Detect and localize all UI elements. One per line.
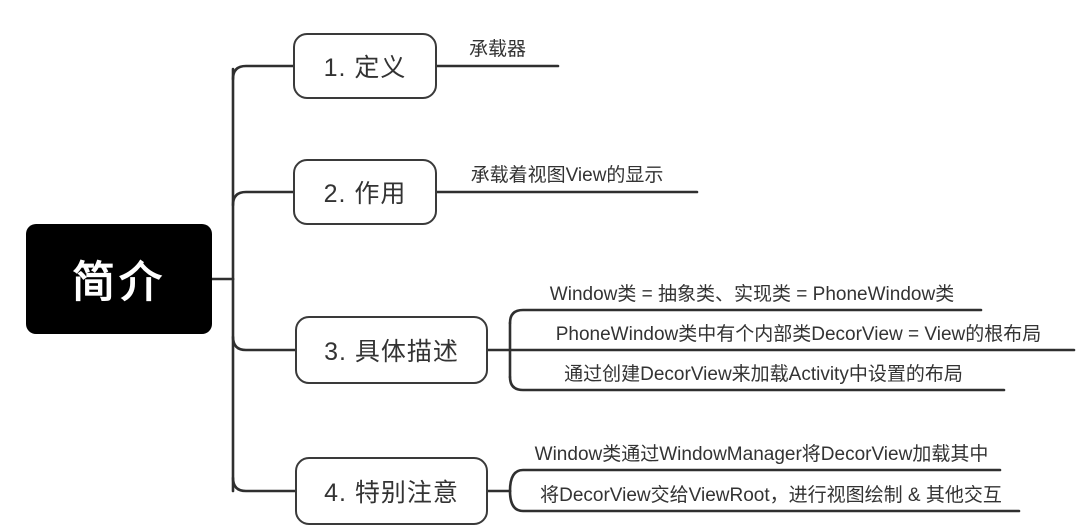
branch-node-4-label: 4. 特别注意 xyxy=(324,479,459,507)
branch-node-2[interactable]: 2. 作用 xyxy=(293,159,437,225)
branch-node-3-label: 3. 具体描述 xyxy=(324,338,459,366)
root-node-label: 简介 xyxy=(72,259,166,307)
branch-node-1[interactable]: 1. 定义 xyxy=(293,33,437,99)
branch-node-1-label: 1. 定义 xyxy=(323,54,407,82)
leaf-3-3: 通过创建DecorView来加载Activity中设置的布局 xyxy=(564,364,963,385)
leaf-1-1: 承载器 xyxy=(468,39,526,60)
leaf-2-1: 承载着视图View的显示 xyxy=(470,165,664,186)
leaf-4-2: 将DecorView交给ViewRoot，进行视图绘制 & 其他交互 xyxy=(540,485,1002,506)
branch-node-4[interactable]: 4. 特别注意 xyxy=(295,457,488,525)
branch-1-connector xyxy=(231,64,295,81)
root-node[interactable]: 简介 xyxy=(26,224,212,334)
leaf-3-1: Window类 = 抽象类、实现类 = PhoneWindow类 xyxy=(549,284,955,305)
branch-4-connector xyxy=(231,476,297,493)
leaf-line-3-1 xyxy=(508,308,983,325)
branch-node-3[interactable]: 3. 具体描述 xyxy=(295,316,488,384)
branch-3-connector xyxy=(231,335,297,352)
branch-node-2-label: 2. 作用 xyxy=(323,180,407,208)
branch-2-connector xyxy=(231,190,295,207)
leaf-3-2: PhoneWindow类中有个内部类DecorView = View的根布局 xyxy=(555,324,1042,345)
leaf-4-1: Window类通过WindowManager将DecorView加载其中 xyxy=(534,444,989,465)
